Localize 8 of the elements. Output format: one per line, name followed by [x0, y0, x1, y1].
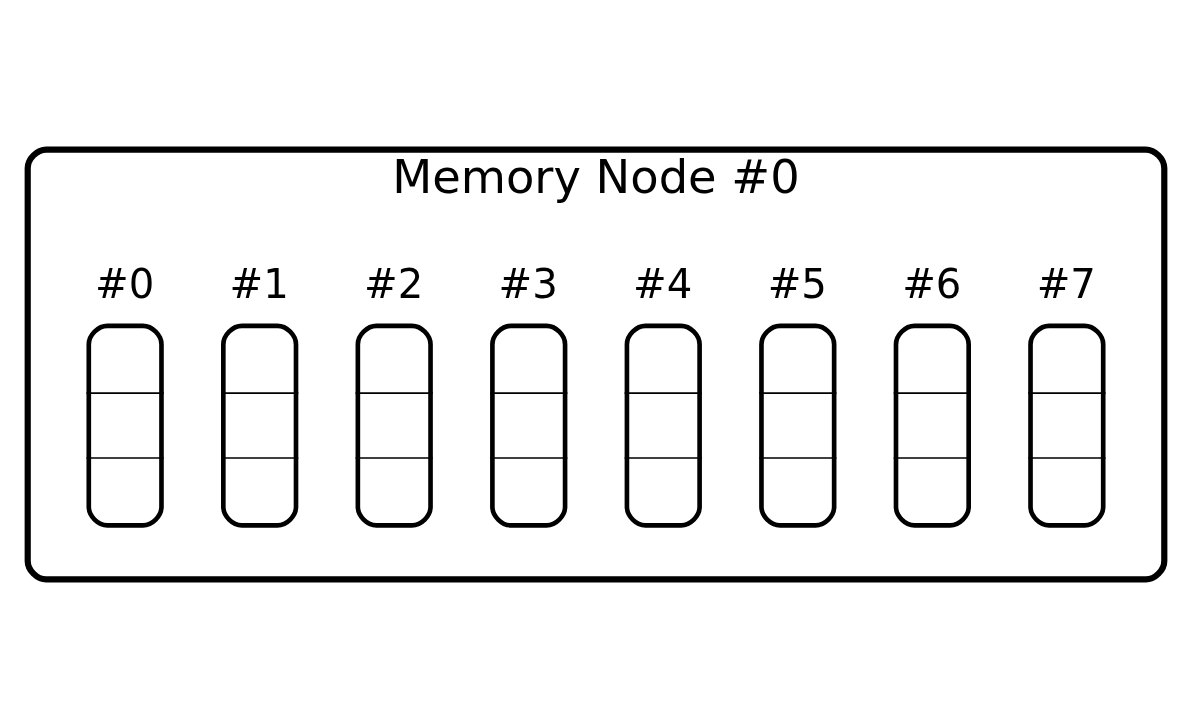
node-label: #4 — [633, 260, 693, 307]
node-label: #5 — [767, 260, 827, 307]
node-label: #7 — [1036, 260, 1096, 307]
node-label: #2 — [364, 260, 424, 307]
node-label: #3 — [498, 260, 558, 307]
node-label: #0 — [94, 260, 155, 307]
node-label: #1 — [229, 260, 289, 307]
node-label: #6 — [902, 260, 962, 307]
